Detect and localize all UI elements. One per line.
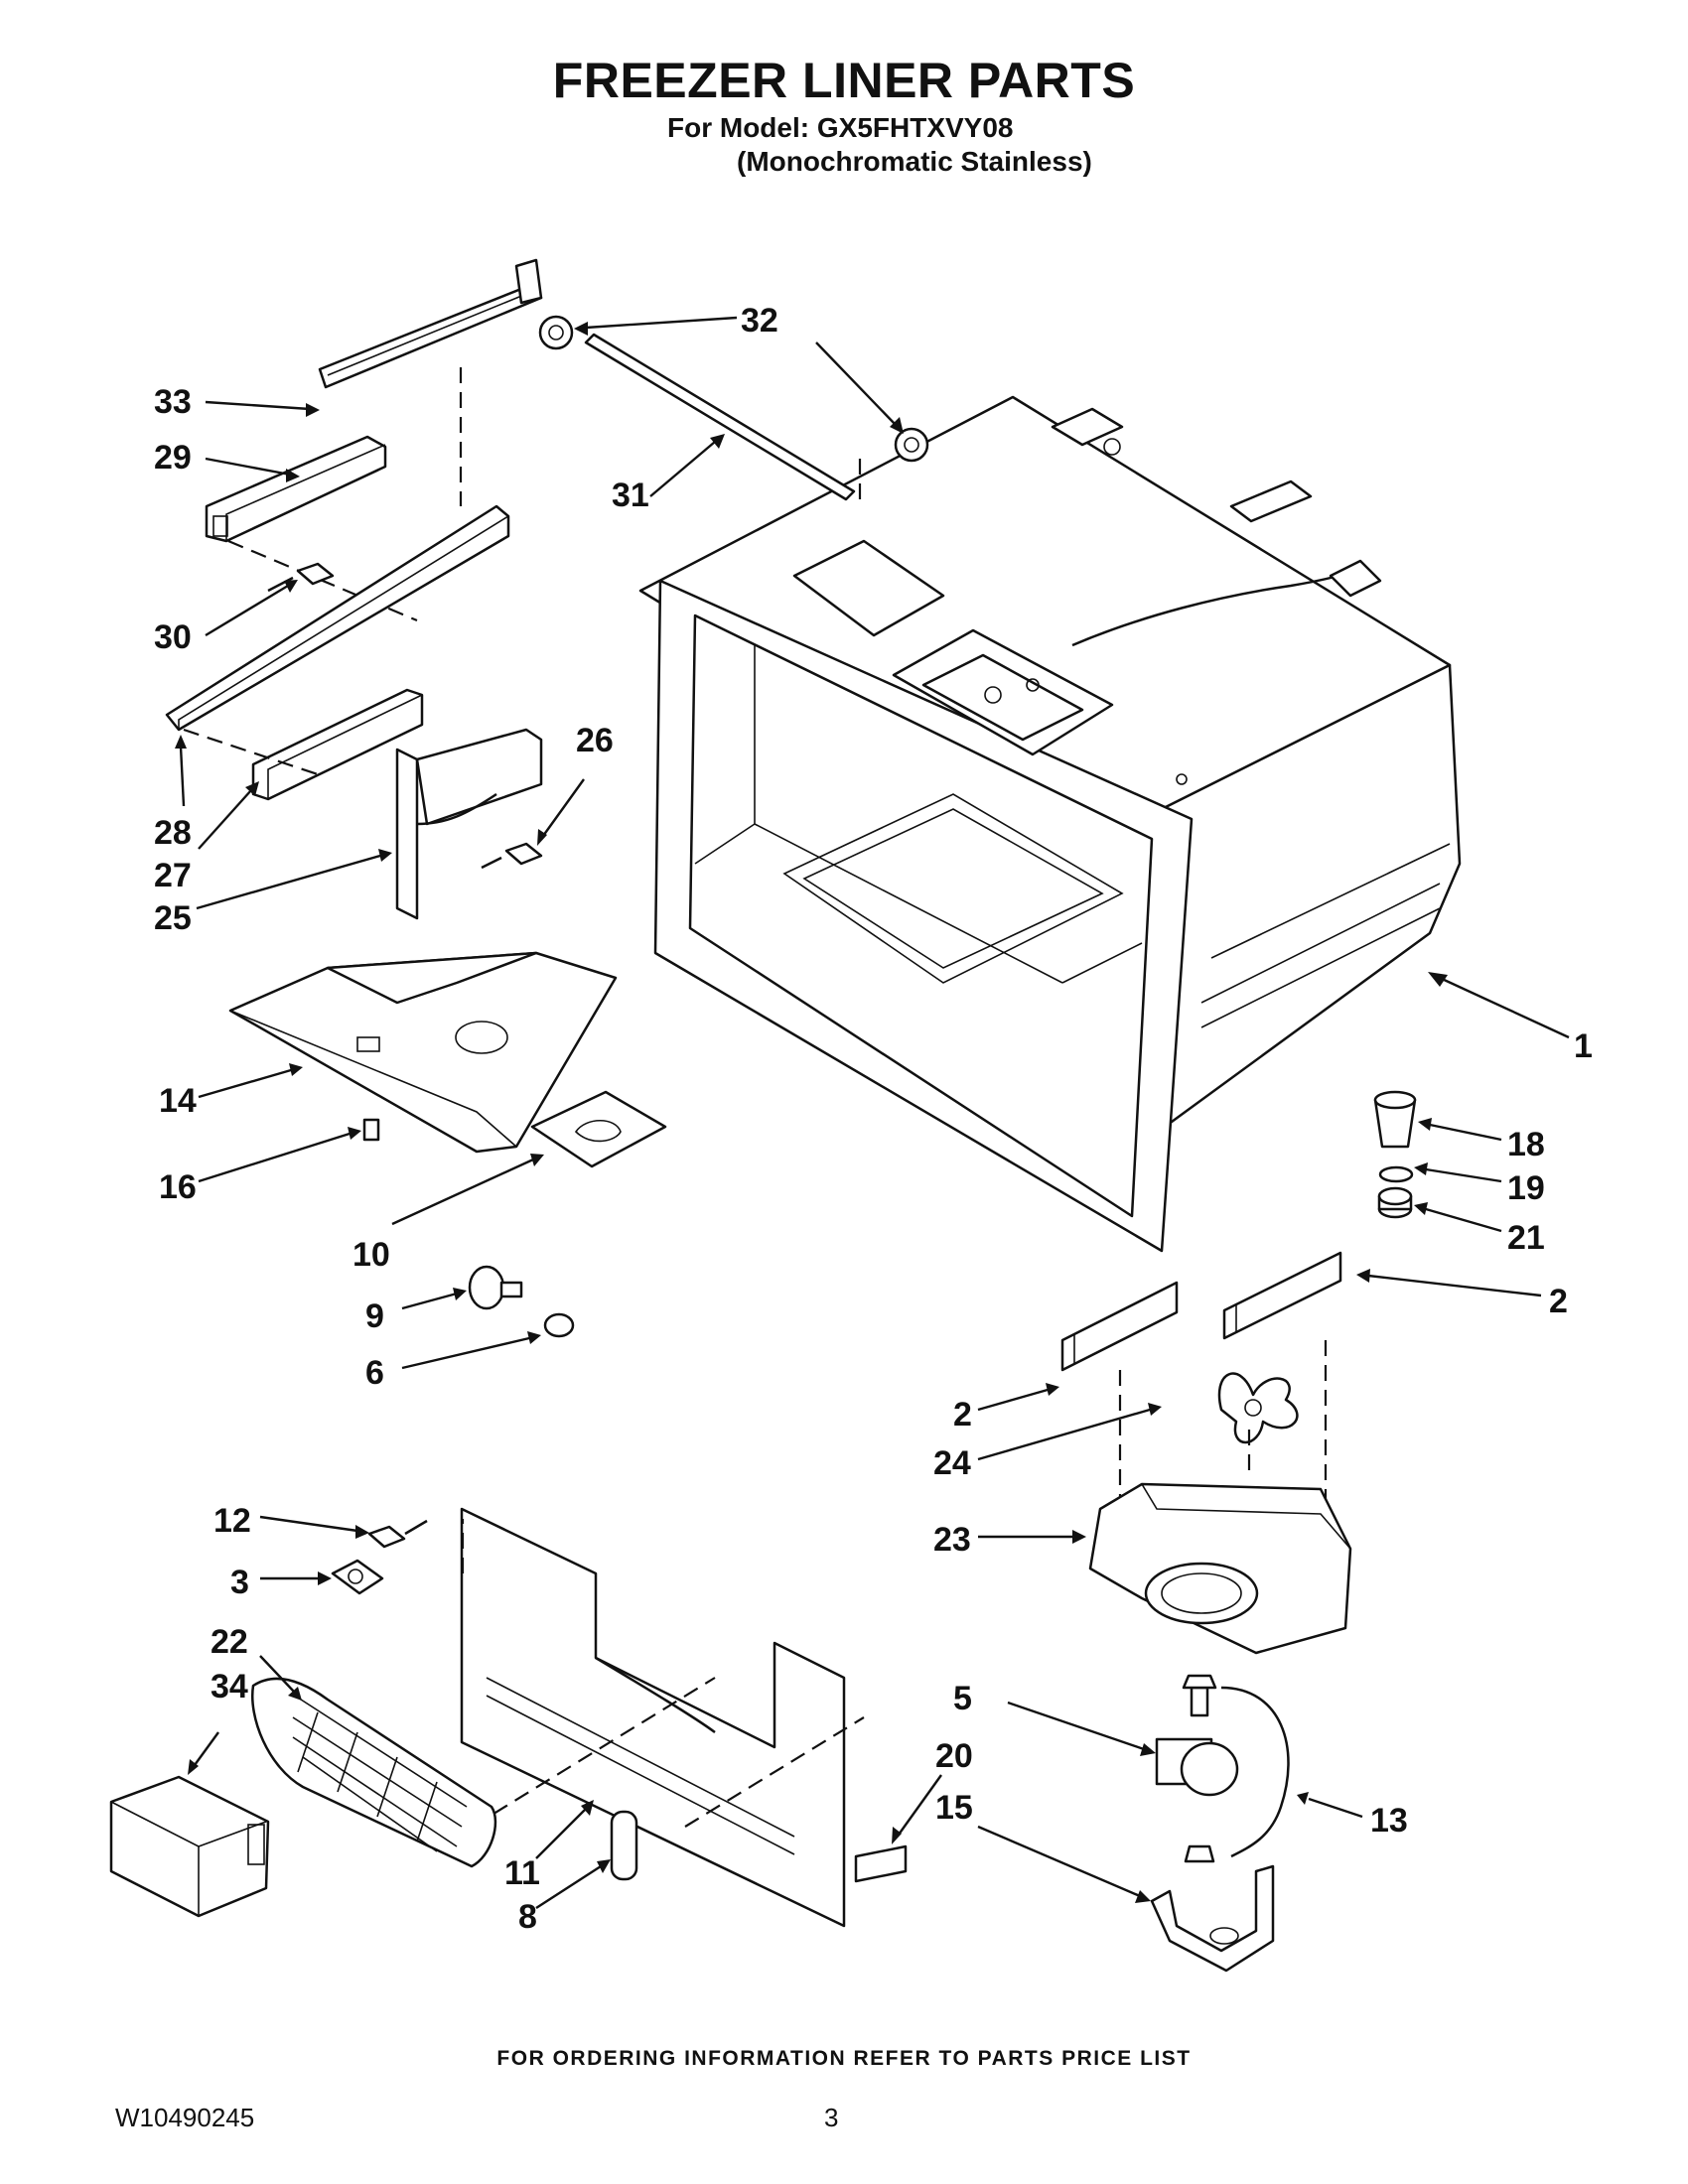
grommet[interactable] xyxy=(1377,1186,1413,1219)
callout-26: 26 xyxy=(576,722,614,759)
leveling-cap[interactable] xyxy=(1373,1090,1417,1149)
callout-23: 23 xyxy=(933,1521,971,1559)
callout-21: 21 xyxy=(1507,1219,1545,1257)
foam-block[interactable] xyxy=(854,1844,908,1883)
callout-32: 32 xyxy=(741,302,778,340)
clip-16[interactable] xyxy=(362,1118,380,1142)
callout-5: 5 xyxy=(953,1680,972,1717)
callout-14: 14 xyxy=(159,1082,197,1120)
gear-lower[interactable] xyxy=(894,427,929,463)
shroud[interactable] xyxy=(395,728,543,920)
callout-24: 24 xyxy=(933,1444,971,1482)
callout-6: 6 xyxy=(365,1354,384,1392)
o-ring[interactable] xyxy=(1378,1165,1414,1183)
screw-30[interactable] xyxy=(267,562,335,593)
callout-11: 11 xyxy=(504,1854,540,1892)
sensor-thermistor[interactable] xyxy=(610,1810,638,1881)
callout-13: 13 xyxy=(1370,1802,1408,1840)
callout-31: 31 xyxy=(612,477,649,514)
lamp-socket[interactable] xyxy=(543,1312,575,1338)
callout-22: 22 xyxy=(211,1623,248,1661)
callout-15: 15 xyxy=(935,1789,973,1827)
freezer-liner[interactable] xyxy=(638,395,1462,1253)
callout-28: 28 xyxy=(154,814,192,852)
rail-bracket[interactable] xyxy=(205,435,387,543)
evaporator-cover[interactable] xyxy=(228,951,618,1154)
page-title: FREEZER LINER PARTS xyxy=(552,53,1136,108)
callout-2-left: 2 xyxy=(953,1396,972,1433)
callout-10: 10 xyxy=(352,1236,390,1274)
document-number: W10490245 xyxy=(115,2103,255,2132)
callout-19: 19 xyxy=(1507,1169,1545,1207)
motor-mount-bracket[interactable] xyxy=(1150,1844,1275,1973)
foam-strip-right[interactable] xyxy=(1222,1251,1342,1340)
gear-upper[interactable] xyxy=(538,315,574,350)
shaft[interactable] xyxy=(584,333,856,501)
lamp-bulb[interactable] xyxy=(468,1265,523,1310)
callout-20: 20 xyxy=(935,1737,973,1775)
page-number: 3 xyxy=(824,2103,839,2132)
grille-cover[interactable] xyxy=(109,1775,270,1918)
model-number: For Model: GX5FHTXVY08 xyxy=(667,112,1014,143)
callout-8: 8 xyxy=(518,1898,537,1936)
callout-12: 12 xyxy=(213,1502,251,1540)
model-variant: (Monochromatic Stainless) xyxy=(737,146,1092,177)
air-grille[interactable] xyxy=(251,1677,497,1868)
callout-34: 34 xyxy=(211,1668,248,1706)
callout-3: 3 xyxy=(230,1564,249,1601)
ordering-info-note: FOR ORDERING INFORMATION REFER TO PARTS … xyxy=(496,2047,1192,2070)
motor-wire-harness[interactable] xyxy=(1220,1686,1290,1858)
screw-12[interactable] xyxy=(367,1519,428,1549)
light-bracket[interactable] xyxy=(331,1559,384,1595)
callout-27: 27 xyxy=(154,857,192,894)
callout-29: 29 xyxy=(154,439,192,477)
fan-housing[interactable] xyxy=(1088,1482,1352,1655)
callout-2-right: 2 xyxy=(1549,1283,1568,1320)
fan-motor[interactable] xyxy=(1155,1674,1239,1797)
foam-strip-left[interactable] xyxy=(1060,1281,1179,1372)
callout-33: 33 xyxy=(154,383,192,421)
slide-rail-upper[interactable] xyxy=(318,258,543,389)
screw-26[interactable] xyxy=(481,842,543,870)
callout-18: 18 xyxy=(1507,1126,1545,1163)
callout-16: 16 xyxy=(159,1168,197,1206)
fan-blade[interactable] xyxy=(1217,1372,1299,1444)
callout-9: 9 xyxy=(365,1297,384,1335)
slide-rail-lower[interactable] xyxy=(165,504,510,732)
callout-25: 25 xyxy=(154,899,192,937)
callout-30: 30 xyxy=(154,618,192,656)
callout-1: 1 xyxy=(1574,1027,1593,1065)
insulation-pad[interactable] xyxy=(530,1090,667,1168)
